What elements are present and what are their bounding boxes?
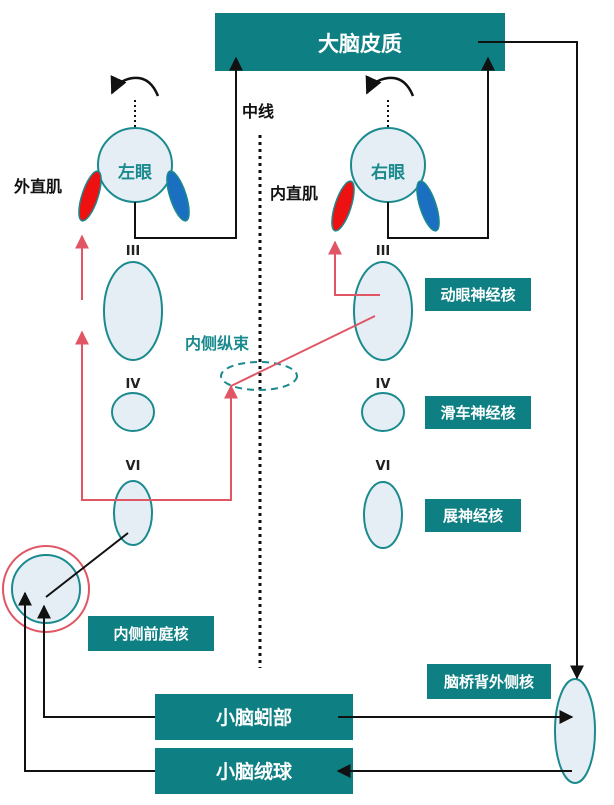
lateral-rectus-label: 外直肌 xyxy=(13,177,62,196)
mlf-to-oculomotor-path xyxy=(230,315,376,387)
mlf-dashed-ellipse xyxy=(220,361,298,391)
right-roman-iv: IV xyxy=(376,377,391,392)
vestibular-to-abducens-path xyxy=(45,532,129,598)
midline-label: 中线 xyxy=(242,102,274,121)
vermis-box xyxy=(155,694,353,740)
trochlear-nucleus-label: 滑车神经核 xyxy=(440,404,515,422)
left-oculomotor-nucleus xyxy=(103,261,163,361)
right-trochlear-nucleus xyxy=(361,392,405,432)
flocculus-box xyxy=(155,748,353,794)
left-medial-rectus-muscle xyxy=(166,170,190,222)
medial-vestibular-nucleus xyxy=(11,554,81,624)
right-roman-iii: III xyxy=(376,244,391,259)
right-eye-rotation-arrow xyxy=(365,75,415,97)
right-abducens-nucleus xyxy=(363,481,403,549)
right-eye-to-cortex-path xyxy=(387,56,495,239)
flocculus-label: 小脑绒球 xyxy=(216,760,293,783)
dorsolateral-pontine-box xyxy=(427,664,551,699)
medial-rectus-label: 内直肌 xyxy=(270,184,318,203)
medial-vestibular-label: 内侧前庭核 xyxy=(113,625,188,643)
right-oculomotor-nucleus xyxy=(353,261,413,361)
right-eye-label: 右眼 xyxy=(371,162,405,183)
left-eye-to-cortex-path xyxy=(134,56,243,239)
flocculus-to-vestibular-path xyxy=(18,591,155,772)
left-trochlear-nucleus xyxy=(111,392,155,432)
left-abducens-nucleus xyxy=(113,480,153,546)
left-eye-rotation-arrow xyxy=(110,75,160,97)
oculomotor-nucleus-label: 动眼神经核 xyxy=(440,286,515,304)
left-lateral-rectus-muscle xyxy=(78,170,102,222)
abducens-to-lateral-rectus-path xyxy=(75,330,133,501)
oculomotor-to-medial-rectus-path xyxy=(328,240,380,296)
right-lateral-rectus-muscle xyxy=(416,180,440,232)
trochlear-nucleus-box xyxy=(425,396,531,429)
vermis-label: 小脑蚓部 xyxy=(216,706,292,729)
medial-vestibular-box xyxy=(88,616,214,651)
left-roman-vi: VI xyxy=(126,459,141,474)
oculomotor-nucleus-box xyxy=(425,278,531,311)
right-roman-vi: VI xyxy=(376,459,391,474)
left-eye-label: 左眼 xyxy=(118,162,152,183)
left-roman-iii: III xyxy=(126,244,141,259)
cortex-label: 大脑皮质 xyxy=(318,32,402,56)
dorsolateral-pontine-nucleus xyxy=(554,678,596,784)
abducens-to-mlf-path xyxy=(133,384,238,501)
cortex-box xyxy=(215,13,505,71)
abducens-nucleus-label: 展神经核 xyxy=(443,507,503,525)
cortex-to-pontine-path xyxy=(478,41,584,680)
mlf-label: 内侧纵束 xyxy=(185,334,250,353)
medial-vestibular-outer-ring xyxy=(2,545,90,633)
right-medial-rectus-muscle xyxy=(331,180,355,232)
dorsolateral-pontine-label: 脑桥背外侧核 xyxy=(444,673,534,691)
vermis-to-vestibular-path xyxy=(37,604,155,718)
left-roman-iv: IV xyxy=(126,377,141,392)
abducens-nucleus-box xyxy=(425,499,521,532)
